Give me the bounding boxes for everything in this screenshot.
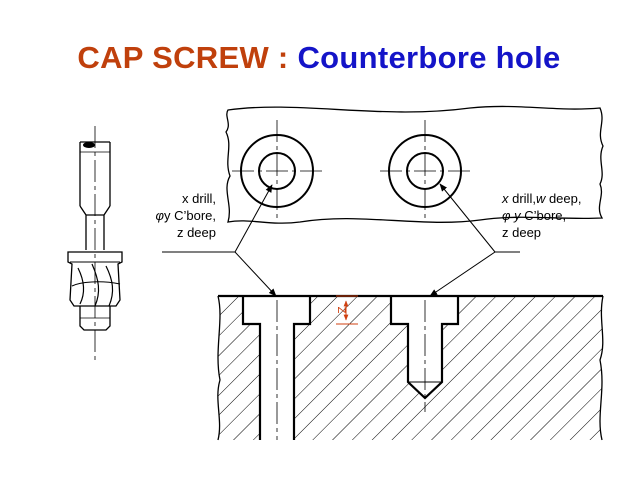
leader-left-section bbox=[234, 251, 277, 297]
leader-left-top bbox=[234, 184, 273, 253]
diameter-symbol: φ bbox=[155, 208, 164, 223]
callout-right-line1: x drill,w deep, bbox=[502, 190, 582, 207]
tool-cutter-body bbox=[67, 251, 123, 307]
tool-neck bbox=[79, 205, 111, 250]
callout-right-line2: φ y C’bore, bbox=[502, 207, 582, 224]
left-counterbore-profile bbox=[241, 296, 312, 440]
callout-left-line2: φy C’bore, bbox=[155, 207, 216, 224]
callout-left-note: x drill, φy C’bore, z deep bbox=[155, 190, 216, 241]
title-cap-screw: CAP SCREW : bbox=[77, 40, 298, 75]
callout-right-drill: drill, bbox=[508, 191, 536, 206]
leaders bbox=[162, 183, 520, 297]
callout-right-w: w bbox=[535, 191, 546, 206]
callout-right-note: x drill,w deep, φ y C’bore, z deep bbox=[502, 190, 582, 241]
tool-flute-4 bbox=[71, 281, 121, 287]
tool-flute-3 bbox=[105, 265, 114, 307]
callout-right-cbore: C’bore, bbox=[520, 208, 567, 223]
title-counterbore-hole: Counterbore hole bbox=[297, 40, 561, 75]
counterbore-tool-illustration bbox=[67, 126, 123, 362]
section-outline-right bbox=[599, 295, 604, 441]
section-view: Z bbox=[217, 294, 604, 441]
callout-right-deep: deep, bbox=[545, 191, 582, 206]
callout-right-line3: z deep bbox=[502, 225, 542, 240]
slide-title: CAP SCREW : Counterbore hole bbox=[0, 40, 638, 76]
depth-dimension bbox=[336, 295, 358, 325]
diameter-symbol: φ bbox=[502, 208, 511, 223]
callout-left-line1: x drill, bbox=[182, 191, 216, 206]
callout-right-y: y bbox=[510, 208, 521, 223]
tool-pilot bbox=[79, 306, 111, 331]
tool-flute-1 bbox=[77, 267, 85, 305]
callout-right-x: x bbox=[502, 191, 509, 206]
callout-left-line3: z deep bbox=[176, 225, 216, 240]
tool-flute-2 bbox=[91, 263, 100, 307]
tool-shank bbox=[79, 141, 111, 206]
section-hatched-body bbox=[217, 296, 603, 440]
top-view bbox=[225, 105, 604, 224]
leader-right-section bbox=[429, 251, 496, 297]
top-view-outline bbox=[225, 105, 604, 224]
depth-dimension-label: Z bbox=[335, 307, 347, 314]
section-outline-left bbox=[217, 295, 221, 441]
tool-shank-top bbox=[83, 142, 95, 148]
leader-right-top bbox=[439, 183, 496, 253]
callout-left-line2-text: y C’bore, bbox=[163, 208, 216, 223]
